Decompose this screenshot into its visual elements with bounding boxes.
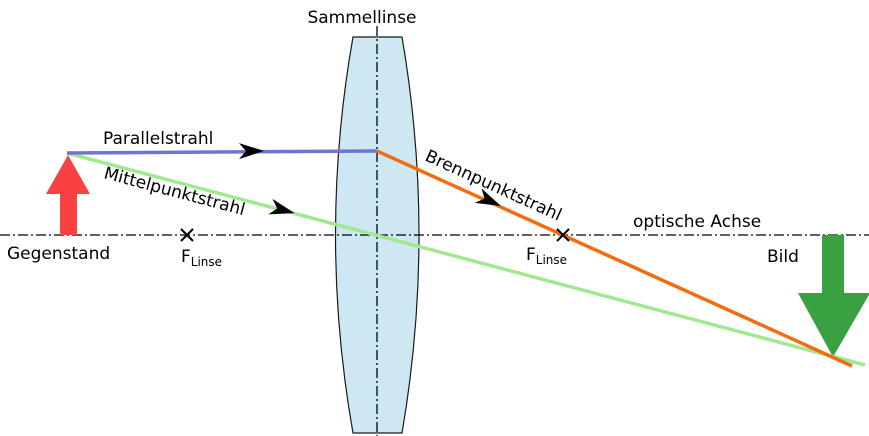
- central-ray-label: Mittelpunktstrahl: [102, 164, 247, 221]
- parallel-ray: [66, 149, 378, 155]
- focal-point-left-marker: [180, 228, 194, 242]
- focal-ray-label: Brennpunktstrahl: [422, 146, 565, 225]
- axis-label: optische Achse: [633, 212, 761, 232]
- object-label: Gegenstand: [7, 244, 110, 264]
- image-arrow: [798, 235, 869, 357]
- focal-ray-arrowhead: [474, 188, 501, 206]
- focal-ray: [376, 149, 853, 368]
- object-arrow: [46, 155, 90, 235]
- central-ray-arrowhead: [268, 198, 295, 215]
- focal-right-label: FLinse: [526, 245, 567, 267]
- focal-point-right-marker: [556, 228, 570, 242]
- focal-left-label: FLinse: [181, 247, 222, 269]
- central-ray: [66, 151, 866, 367]
- lens-label: Sammellinse: [307, 8, 416, 28]
- parallel-ray-arrowhead: [238, 143, 264, 160]
- image-label: Bild: [767, 247, 799, 267]
- parallel-ray-label: Parallelstrahl: [103, 129, 213, 149]
